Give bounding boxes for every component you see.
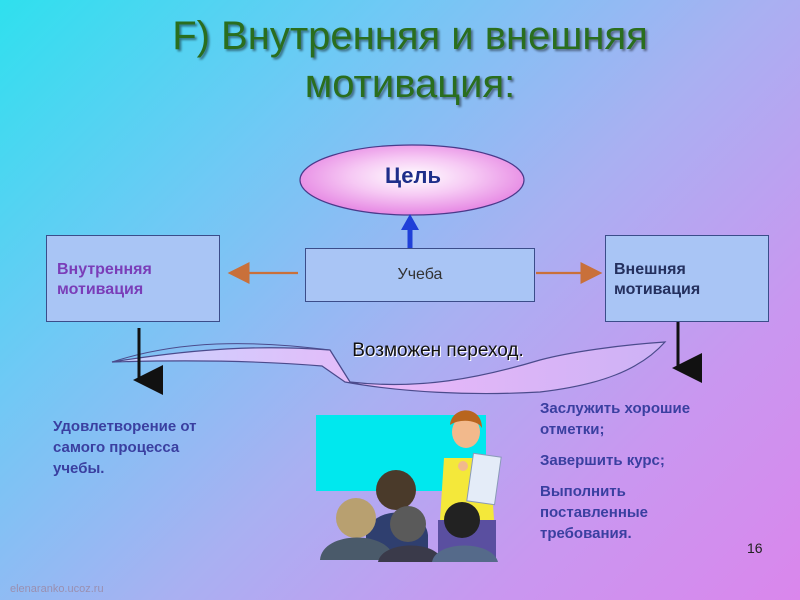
study-box: Учеба: [305, 248, 535, 302]
internal-result: Удовлетворение от самого процесса учебы.: [53, 416, 263, 479]
external-motivation-box: Внешняя мотивация: [605, 235, 769, 322]
transition-label: Возможен переход.: [352, 340, 524, 361]
internal-result-line: учебы.: [53, 460, 105, 477]
internal-motivation-box: Внутренняя мотивация: [46, 235, 220, 322]
internal-result-line: Удовлетворение от: [53, 418, 197, 435]
external-result-line: требования.: [540, 525, 632, 542]
classroom-clipart: [316, 410, 502, 562]
external-result-line: Выполнить: [540, 483, 626, 500]
slide-title: F) Внутренняя и внешняя мотивация:: [60, 12, 760, 108]
title-line-2: мотивация:: [304, 62, 516, 106]
external-result-line: поставленные: [540, 504, 649, 521]
goal-label: Цель: [384, 163, 442, 188]
external-result-item: Выполнить поставленные требования.: [540, 481, 770, 544]
external-result-line: Заслужить хорошие: [540, 400, 691, 417]
page-number: 16: [747, 540, 763, 556]
external-result-item: Заслужить хорошие отметки;: [540, 398, 770, 440]
external-result-line: Завершить курс;: [540, 452, 665, 469]
footer-source: elenaranko.ucoz.ru: [10, 583, 104, 595]
title-line-1: F) Внутренняя и внешняя: [172, 14, 648, 58]
external-motivation-line-1: Внешняя: [614, 261, 686, 278]
internal-motivation-line-2: мотивация: [57, 281, 144, 298]
external-results: Заслужить хорошие отметки; Завершить кур…: [540, 398, 770, 554]
up-arrow-head: [401, 214, 419, 230]
internal-result-line: самого процесса: [53, 439, 180, 456]
external-result-item: Завершить курс;: [540, 450, 770, 471]
external-result-line: отметки;: [540, 421, 605, 438]
internal-motivation-line-1: Внутренняя: [57, 261, 152, 278]
goal-ellipse: [299, 144, 525, 216]
external-motivation-line-2: мотивация: [614, 281, 701, 298]
